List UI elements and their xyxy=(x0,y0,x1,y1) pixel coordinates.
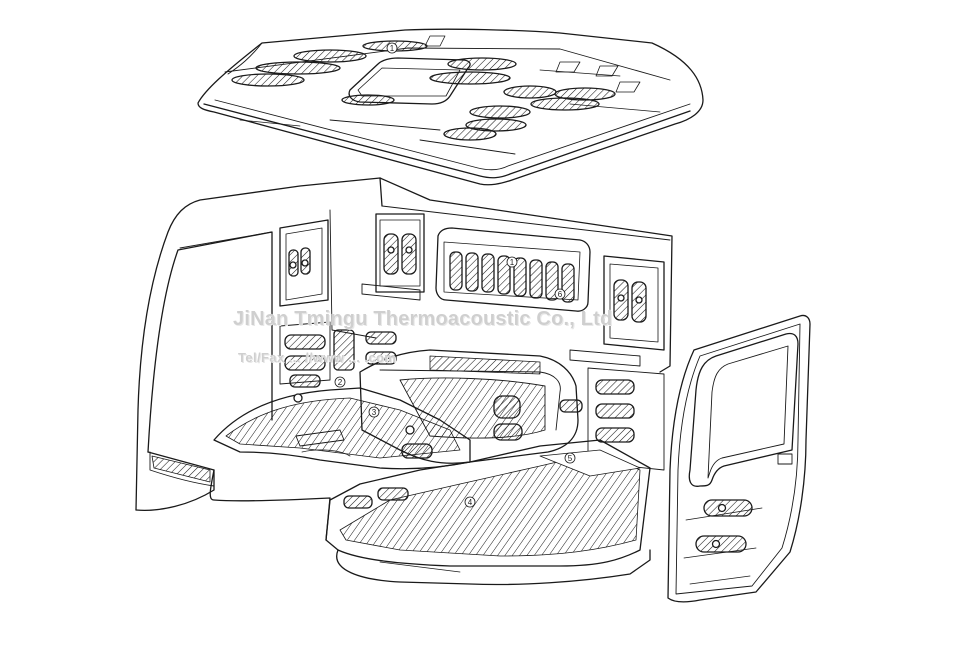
roof-liner-panel xyxy=(197,28,704,186)
callout-marker xyxy=(506,256,518,268)
callout-labels: 1 1 2 3 4 5 6 xyxy=(334,42,576,508)
callout-1-rear-wall: 1 xyxy=(510,258,515,267)
door-trim-panel xyxy=(667,314,811,603)
callout-1-roof: 1 xyxy=(390,44,395,53)
callout-3: 3 xyxy=(372,408,377,417)
floor-mat xyxy=(149,349,651,586)
callout-marker xyxy=(564,452,576,464)
callout-4: 4 xyxy=(468,498,473,507)
callout-marker xyxy=(334,376,346,388)
rear-wall-center-pad xyxy=(435,227,591,312)
callout-marker xyxy=(464,496,476,508)
roof-insulation-pads xyxy=(231,40,616,141)
callout-2: 2 xyxy=(338,378,343,387)
cab-interior-shell xyxy=(135,177,673,511)
callout-marker xyxy=(386,42,398,54)
left-speaker-pads xyxy=(288,247,311,277)
callout-marker xyxy=(554,288,566,300)
callout-6: 6 xyxy=(558,290,563,299)
callout-5: 5 xyxy=(568,454,573,463)
callout-marker xyxy=(368,406,380,418)
